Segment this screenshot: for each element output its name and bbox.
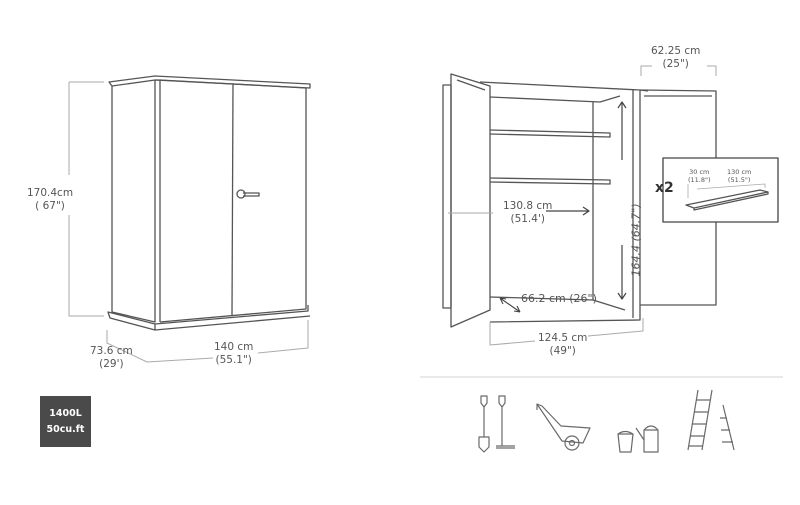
inner-width-label: 130.8 cm (51.4') [503, 200, 552, 226]
open-shed-dimensions [448, 65, 717, 346]
open-shed-arrows [499, 101, 627, 313]
bucket-and-watering-can-icon [617, 425, 659, 453]
closed-depth-in: (29') [99, 358, 124, 370]
shelf-depth-in: (11.8") [688, 176, 711, 184]
inner-width-cm: 130.8 cm [503, 200, 553, 212]
shovel-and-rake-icon [478, 395, 515, 453]
shelf-depth-cm: 30 cm [689, 168, 710, 176]
floor-width-in: (49") [549, 345, 576, 357]
closed-shed-dimensions [68, 81, 309, 363]
closed-width-in: (55.1") [215, 354, 252, 366]
closed-depth-cm: 73.6 cm [90, 345, 133, 357]
door-width-in: (25") [662, 58, 689, 70]
closed-height-cm: 170.4cm [27, 187, 74, 199]
capacity-badge: 1400L 50cu.ft [40, 396, 91, 447]
shelf-depth-label: 30 cm (11.8") [688, 168, 711, 184]
inner-width-in: (51.4') [510, 213, 545, 225]
capacity-cubic-feet: 50cu.ft [46, 423, 85, 435]
closed-depth-label: 73.6 cm (29') [90, 345, 133, 371]
closed-height-in: ( 67") [35, 200, 65, 212]
closed-height-label: 170.4cm ( 67") [27, 187, 73, 213]
door-width-cm: 62.25 cm [651, 45, 701, 57]
usage-icons [478, 389, 735, 453]
inner-height-label: 164.4 (64.7") [629, 203, 643, 277]
ladder-icon [687, 389, 735, 451]
shelf-length-cm: 130 cm [727, 168, 752, 176]
shelf-inset-drawing [662, 157, 779, 223]
inner-depth-label: 66.2 cm (26") [521, 292, 597, 305]
floor-width-label: 124.5 cm (49") [538, 332, 587, 358]
shelf-count: x2 [655, 180, 674, 196]
closed-shed-drawing [107, 75, 311, 331]
shelf-length-in: (51.5") [727, 176, 751, 184]
floor-width-cm: 124.5 cm [538, 332, 588, 344]
capacity-liters: 1400L [49, 407, 82, 419]
wheelbarrow-icon [536, 403, 591, 451]
closed-width-cm: 140 cm [214, 341, 254, 353]
shelf-length-label: 130 cm (51.5") [727, 168, 751, 184]
door-width-label: 62.25 cm (25") [651, 45, 700, 71]
closed-width-label: 140 cm (55.1") [214, 341, 253, 367]
